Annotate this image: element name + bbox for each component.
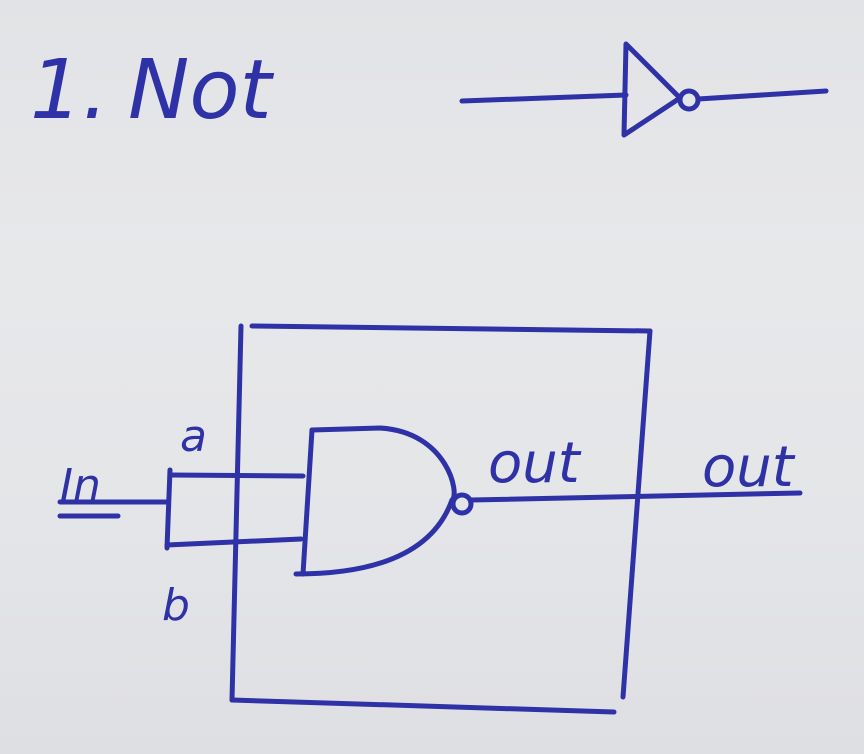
wire-b <box>164 536 304 548</box>
output-wire <box>468 490 803 503</box>
gate-out-label: out <box>488 431 582 496</box>
nand-gate-body <box>293 425 457 577</box>
title-name: Not <box>128 43 275 138</box>
nand-gate <box>293 425 474 577</box>
not-gate-symbol <box>459 41 829 138</box>
nand-gate-back <box>300 427 315 577</box>
symbol-output-line <box>695 88 829 102</box>
input-wiring <box>57 467 306 551</box>
chip-right-edge <box>620 328 653 700</box>
symbol-input-line <box>459 92 629 104</box>
chip-bottom-edge <box>229 697 617 715</box>
chip-left-edge <box>229 323 244 703</box>
input-split-bar <box>164 467 173 551</box>
chip-boundary <box>229 323 653 715</box>
symbol-inversion-bubble <box>677 88 701 112</box>
input-label: In <box>60 460 101 511</box>
wire-a <box>167 472 306 479</box>
chip-top-edge <box>249 323 653 334</box>
title-number: 1. <box>30 43 108 138</box>
chip-out-label: out <box>702 435 796 500</box>
output-wiring <box>468 490 803 503</box>
pin-b-label: b <box>162 580 190 631</box>
nand-inversion-bubble <box>450 492 474 516</box>
pin-a-label: a <box>180 411 207 462</box>
symbol-triangle <box>621 41 683 138</box>
